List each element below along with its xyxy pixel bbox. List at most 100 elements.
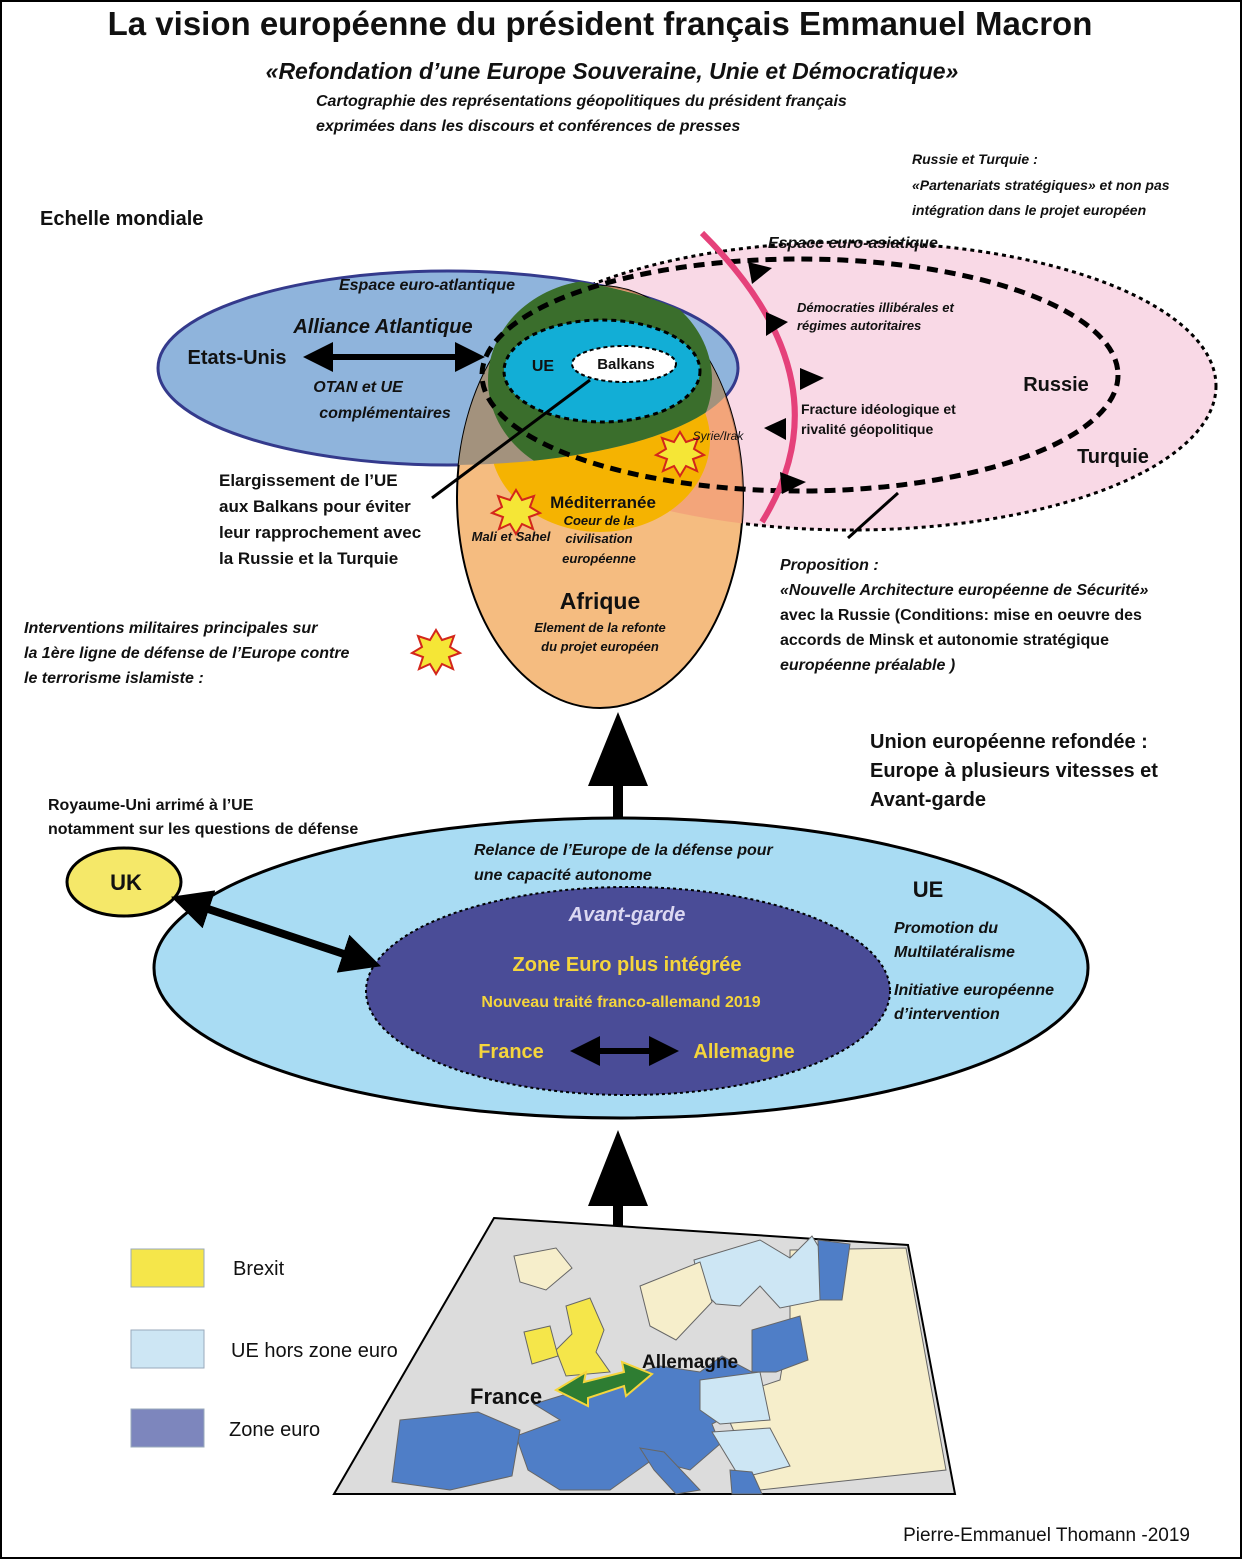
europe-map: France Allemagne: [332, 1216, 957, 1495]
map-france-label: France: [470, 1384, 542, 1409]
euro-atlantic-space-label: Espace euro-atlantique: [339, 277, 515, 294]
southeast-non-euro: [711, 1427, 791, 1479]
mediterranean-label: Méditerranée: [550, 493, 656, 512]
proposal-pointer-line: [846, 491, 900, 540]
legend-label-eurozone: Zone euro: [229, 1419, 320, 1441]
eu-label: UE: [913, 877, 944, 902]
balkans-enlargement-line: aux Balkans pour éviter: [219, 497, 411, 516]
description-line-2: exprimées dans les discours et conférenc…: [316, 118, 740, 135]
russia-label: Russie: [1023, 374, 1089, 396]
balkans-ellipse: [571, 345, 677, 383]
legend-swatch-brexit: [130, 1248, 205, 1288]
defence-relaunch-line: une capacité autonome: [474, 867, 652, 884]
multilateralism-line: Promotion du: [894, 920, 998, 937]
africa-note: Element de la refonte: [534, 620, 665, 635]
uk-ellipse: [65, 846, 183, 918]
legend-swatch-eurozone: [130, 1408, 205, 1448]
balkans-enlargement-line: Elargissement de l’UE: [219, 471, 398, 490]
ideological-fracture-label: Fracture idéologique et: [801, 401, 956, 417]
security-proposal-note: Proposition : «Nouvelle Architecture eur…: [780, 557, 1149, 674]
eurozone-ellipse: [365, 886, 891, 1096]
italy-euro: [638, 1447, 702, 1495]
map-france-germany-arrow: [553, 1360, 654, 1408]
balkans-label: Balkans: [597, 356, 655, 373]
refounded-union-line: Europe à plusieurs vitesses et: [870, 760, 1158, 782]
legend-swatch-eu-non-euro: [130, 1329, 205, 1369]
balkans-pointer-line: [431, 378, 591, 500]
africa-note: du projet européen: [541, 639, 659, 654]
illiberal-democracies-label: Démocraties illibérales et: [797, 300, 954, 315]
balkans-enlargement-line: leur rapprochement avec: [219, 523, 421, 542]
eu-to-world-arrow-head: [588, 712, 648, 786]
russia-turkey-note-line: intégration dans le projet européen: [912, 202, 1146, 218]
africa-label: Afrique: [560, 588, 641, 614]
euro-asian-space-label: Espace euro-asiatique: [768, 235, 938, 252]
uk-note-line: Royaume-Uni arrimé à l’UE: [48, 797, 254, 814]
military-interventions-line: Interventions militaires principales sur: [24, 620, 318, 637]
ireland-area: [523, 1325, 559, 1365]
heart-civilisation-label: Coeur de la: [564, 513, 635, 528]
explosion-icon: [653, 430, 707, 478]
nato-eu-label: complémentaires: [319, 405, 451, 422]
norway: [639, 1261, 713, 1341]
syria-iraq-label: Syrie/Irak: [693, 429, 745, 443]
finland-euro: [817, 1239, 851, 1301]
poland-non-euro: [699, 1371, 771, 1425]
baltics-euro: [751, 1315, 809, 1373]
legend-label-brexit: Brexit: [233, 1258, 285, 1280]
author-credit: Pierre-Emmanuel Thomann -2019: [903, 1525, 1190, 1546]
eu-core-label: UE: [532, 358, 555, 375]
security-proposal-line: Proposition :: [780, 557, 879, 574]
russia-turkey-note-line: Russie et Turquie :: [912, 151, 1038, 167]
refounded-union-line: Avant-garde: [870, 789, 986, 811]
ideological-fracture-line: [699, 230, 798, 524]
security-proposal-line: avec la Russie (Conditions: mise en oeuv…: [780, 607, 1142, 624]
fracture-arrowhead: [800, 368, 824, 390]
refounded-union-title: Union européenne refondée : Europe à plu…: [870, 731, 1158, 811]
intervention-initiative-line: Initiative européenne: [894, 982, 1054, 999]
ideological-fracture-label: rivalité géopolitique: [801, 421, 933, 437]
defence-relaunch-line: Relance de l’Europe de la défense pour: [474, 842, 774, 859]
uk-brexit: [555, 1297, 611, 1377]
atlantic-alliance-label: Alliance Atlantique: [292, 316, 472, 338]
russia-turkey-note-line: «Partenariats stratégiques» et non pas: [912, 177, 1170, 193]
greece-euro: [729, 1469, 763, 1495]
fracture-arrowhead: [780, 472, 806, 494]
balkans-enlargement-note: Elargissement de l’UE aux Balkans pour é…: [219, 471, 421, 568]
iceland: [513, 1247, 573, 1291]
military-interventions-note: Interventions militaires principales sur…: [24, 620, 350, 687]
heart-civilisation-label: européenne: [562, 551, 636, 566]
intervention-initiative-line: d’intervention: [894, 1006, 1000, 1023]
germany-label: Allemagne: [693, 1041, 794, 1063]
map-to-eu-arrow-head: [588, 1130, 648, 1206]
page-title: La vision européenne du président frança…: [108, 5, 1093, 42]
turkey-label: Turquie: [1077, 446, 1149, 468]
mali-sahel-label: Mali et Sahel: [472, 529, 551, 544]
uk-label: UK: [110, 870, 142, 895]
explosion-icon: [489, 488, 543, 536]
balkans-enlargement-line: la Russie et la Turquie: [219, 549, 398, 568]
multilateralism-line: Multilatéralisme: [894, 944, 1015, 961]
refounded-union-line: Union européenne refondée :: [870, 731, 1148, 753]
france-label: France: [478, 1041, 544, 1063]
military-interventions-line: la 1ère ligne de défense de l’Europe con…: [24, 645, 350, 662]
military-interventions-line: le terrorisme islamiste :: [24, 670, 204, 687]
explosion-legend-icon: [409, 628, 463, 676]
fracture-arrowhead: [766, 312, 788, 336]
illiberal-democracies-label: régimes autoritaires: [797, 318, 921, 333]
scandinavia-non-euro: [693, 1235, 829, 1309]
russia-turkey-note: Russie et Turquie : «Partenariats straté…: [912, 151, 1170, 218]
security-proposal-line: européenne préalable ): [780, 657, 955, 674]
fracture-arrowhead: [748, 262, 772, 284]
heart-civilisation-label: civilisation: [565, 531, 632, 546]
description-line-1: Cartographie des représentations géopoli…: [316, 93, 847, 110]
legend-label-eu-non-euro: UE hors zone euro: [231, 1340, 398, 1362]
legend: Brexit UE hors zone euro Zone euro: [130, 1248, 398, 1448]
uk-note-line: notamment sur les questions de défense: [48, 821, 358, 838]
iberia-euro: [391, 1411, 521, 1491]
uk-eurozone-arrow: [171, 890, 381, 973]
vanguard-label: Avant-garde: [568, 904, 686, 926]
